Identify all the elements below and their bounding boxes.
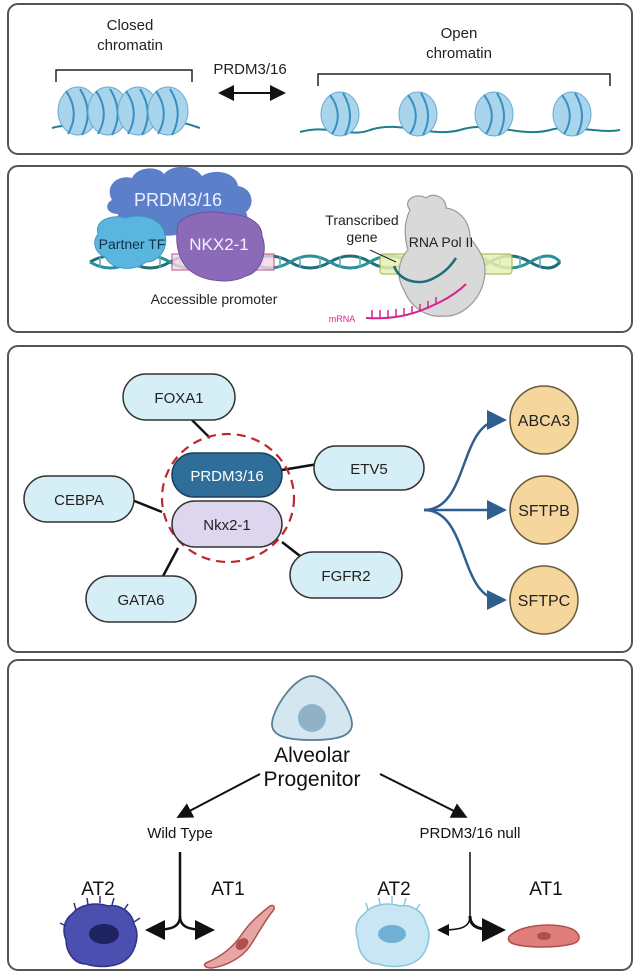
node-etv5: ETV5	[313, 445, 425, 491]
nucleosome	[57, 86, 99, 136]
closed-chromatin-label-1: Closed	[107, 17, 154, 34]
node-gata6-label: GATA6	[118, 592, 165, 609]
wt-at1-label: AT1	[211, 879, 244, 900]
arrow-to-wildtype	[176, 773, 261, 818]
node-cebpa-label: CEBPA	[54, 492, 104, 509]
panel-transcription: PRDM3/16 Partner TF NKX2-1 Accessible pr…	[7, 165, 633, 333]
null-fork-thick	[468, 915, 506, 942]
wt-at1-cell-icon	[203, 904, 275, 969]
node-prdm3-16: PRDM3/16	[171, 452, 283, 498]
network-connectors	[131, 419, 319, 579]
accessible-promoter-label: Accessible promoter	[151, 291, 278, 307]
open-bracket	[317, 73, 611, 86]
arrow-to-null	[379, 773, 468, 818]
progenitor-label-1: Alveolar	[274, 744, 350, 767]
progenitor-cell-icon	[271, 675, 353, 741]
nkx2-1-blob	[176, 211, 265, 282]
node-etv5-label: ETV5	[350, 461, 388, 478]
transcribed-gene-pointer	[369, 249, 397, 263]
target-sftpb: SFTPB	[509, 475, 579, 545]
transcribed-gene-label-2: gene	[346, 229, 377, 245]
progenitor-label-2: Progenitor	[264, 768, 361, 791]
partner-tf-blob	[94, 215, 167, 269]
open-chromatin-label-2: chromatin	[426, 45, 492, 62]
transcribed-gene-label-1: Transcribed	[325, 212, 398, 228]
nkx2-1-label: NKX2-1	[189, 235, 249, 254]
null-at2-cell-icon	[355, 896, 430, 968]
complex-dashed-circle	[160, 432, 296, 564]
target-abca3-label: ABCA3	[518, 413, 571, 430]
wild-type-label: Wild Type	[147, 825, 213, 842]
panel-network: FOXA1 ETV5 CEBPA FGFR2 GATA6 PRDM3/16 Nk…	[7, 345, 633, 653]
transcription-bubble-strand	[392, 257, 458, 284]
node-foxa1: FOXA1	[122, 373, 236, 421]
nucleosome	[147, 86, 189, 136]
nucleosome	[474, 91, 514, 137]
node-foxa1-label: FOXA1	[154, 390, 203, 407]
closed-nucleosomes	[57, 86, 189, 136]
node-fgfr2-label: FGFR2	[321, 568, 370, 585]
nucleosome	[552, 91, 592, 137]
target-sftpc-label: SFTPC	[518, 593, 570, 610]
open-nucleosomes	[320, 91, 592, 137]
wt-at2-label: AT2	[81, 879, 114, 900]
prdm-protein-label: PRDM3/16	[134, 190, 222, 210]
node-fgfr2: FGFR2	[289, 551, 403, 599]
null-at2-label: AT2	[377, 879, 410, 900]
wt-at2-cell-icon	[59, 896, 141, 968]
node-nkx2-1: Nkx2-1	[171, 500, 283, 548]
prdm-arrow-label: PRDM3/16	[213, 61, 286, 78]
null-label: PRDM3/16 null	[420, 825, 521, 842]
mrna-label: mRNA	[329, 314, 356, 324]
null-at1-label: AT1	[529, 879, 562, 900]
panel-differentiation: Alveolar Progenitor Wild Type PRDM3/16 n…	[7, 659, 633, 971]
node-cebpa: CEBPA	[23, 475, 135, 523]
rna-pol-ii-label: RNA Pol II	[409, 234, 474, 250]
target-sftpb-label: SFTPB	[518, 503, 570, 520]
node-gata6: GATA6	[85, 575, 197, 623]
wt-fork	[145, 852, 215, 940]
nucleosome	[398, 91, 438, 137]
target-sftpc: SFTPC	[509, 565, 579, 635]
closed-chromatin-label-2: chromatin	[97, 37, 163, 54]
arrow-to-abca3	[423, 410, 507, 512]
open-chromatin-label-1: Open	[441, 25, 478, 42]
target-abca3: ABCA3	[509, 385, 579, 455]
node-prdm-label: PRDM3/16	[190, 468, 263, 485]
panel-4-frame	[7, 659, 633, 971]
nucleosome	[320, 91, 360, 137]
panel-chromatin: Closed chromatin Open chromatin PRDM3/16	[7, 3, 633, 155]
node-nkx-label: Nkx2-1	[203, 517, 251, 534]
closed-bracket	[55, 69, 193, 82]
partner-tf-label: Partner TF	[99, 236, 166, 252]
null-at1-cell-icon	[507, 924, 580, 948]
mrna-strand	[365, 283, 467, 320]
target-arrows	[423, 410, 507, 610]
arrow-to-sftpc	[423, 508, 507, 610]
